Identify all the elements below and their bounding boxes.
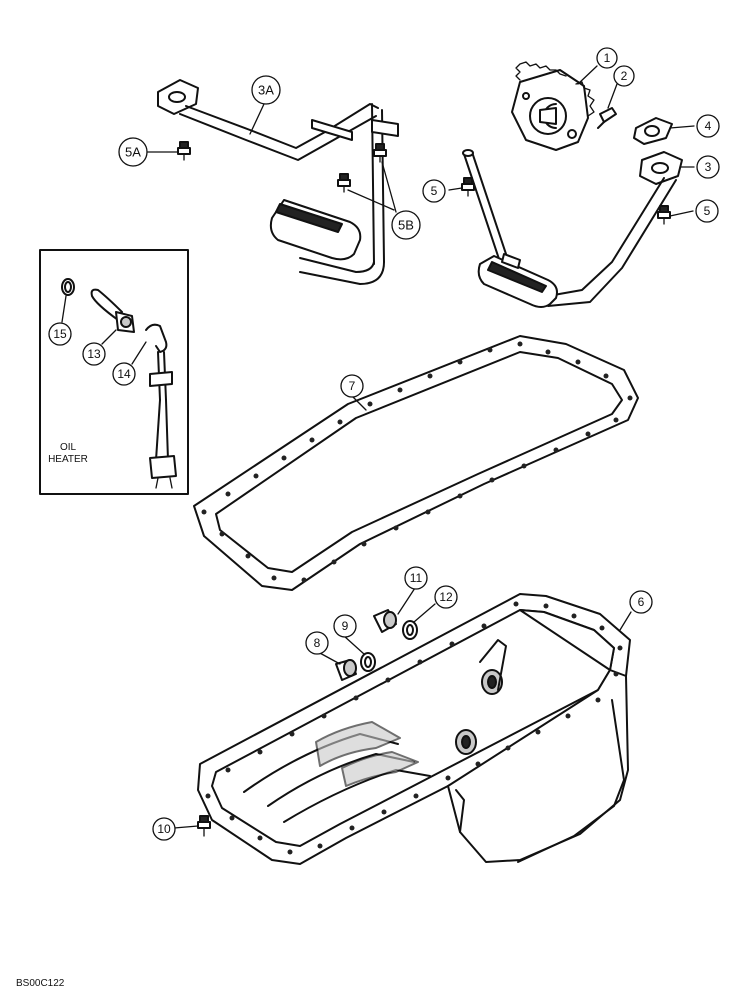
svg-text:14: 14 bbox=[117, 367, 131, 381]
oil-pan-6 bbox=[197, 593, 631, 865]
svg-text:8: 8 bbox=[314, 636, 321, 650]
callout-10: 10 bbox=[152, 817, 176, 841]
inset-title-line2: HEATER bbox=[48, 454, 88, 465]
bolt-5a-icon bbox=[177, 141, 191, 161]
oil-pan-gasket-7 bbox=[193, 335, 639, 591]
callout-8: 8 bbox=[305, 631, 329, 655]
leader-lines bbox=[61, 65, 695, 829]
gasket-4-icon bbox=[633, 117, 673, 145]
callout-1: 1 bbox=[596, 47, 618, 69]
inset-title-line1: OIL bbox=[60, 442, 77, 453]
svg-text:3: 3 bbox=[705, 160, 712, 174]
washer-9-icon bbox=[360, 652, 376, 672]
bolt-5-left-icon bbox=[461, 177, 475, 197]
oil-pump-1 bbox=[511, 61, 595, 151]
svg-text:15: 15 bbox=[53, 327, 67, 341]
pickup-tube-3 bbox=[462, 149, 683, 308]
svg-text:7: 7 bbox=[349, 379, 356, 393]
svg-text:2: 2 bbox=[621, 69, 628, 83]
heater-element-13-icon bbox=[90, 288, 123, 321]
callout-6: 6 bbox=[629, 590, 653, 614]
svg-text:1: 1 bbox=[604, 51, 611, 65]
oil-heater-inset: OIL HEATER bbox=[39, 249, 189, 495]
svg-text:4: 4 bbox=[705, 119, 712, 133]
callout-3a: 3A bbox=[251, 75, 281, 105]
svg-text:11: 11 bbox=[410, 571, 423, 585]
callout-5-left: 5 bbox=[422, 179, 446, 203]
callout-3: 3 bbox=[696, 155, 720, 179]
svg-text:5A: 5A bbox=[125, 145, 141, 160]
svg-text:9: 9 bbox=[342, 619, 349, 633]
callout-11: 11 bbox=[404, 566, 428, 590]
callout-7: 7 bbox=[340, 374, 364, 398]
svg-text:3A: 3A bbox=[258, 83, 274, 98]
drain-plug-8-icon bbox=[335, 659, 357, 681]
plug-11-icon bbox=[373, 609, 397, 633]
callouts: 1 2 4 3 5 5 3A 5A bbox=[48, 47, 720, 841]
svg-text:12: 12 bbox=[439, 590, 453, 604]
gasket-bolt-holes bbox=[201, 341, 633, 583]
callout-5-right: 5 bbox=[695, 199, 719, 223]
svg-text:13: 13 bbox=[87, 347, 101, 361]
callout-9: 9 bbox=[333, 614, 357, 638]
bolt-5b-left-icon bbox=[337, 173, 351, 193]
callout-14: 14 bbox=[112, 362, 136, 386]
svg-text:10: 10 bbox=[157, 822, 171, 836]
bolt-5-right-icon bbox=[657, 205, 671, 225]
pickup-tube-3a bbox=[157, 79, 399, 285]
callout-5a: 5A bbox=[118, 137, 148, 167]
bolt-10-icon bbox=[197, 815, 211, 837]
callout-4: 4 bbox=[696, 114, 720, 138]
callout-15: 15 bbox=[48, 322, 72, 346]
callout-12: 12 bbox=[434, 585, 458, 609]
svg-text:5B: 5B bbox=[398, 218, 414, 233]
bolt-2-icon bbox=[597, 107, 617, 129]
pan-bolt-holes bbox=[205, 601, 623, 855]
figure-code: BS00C122 bbox=[16, 978, 65, 989]
callout-5b: 5B bbox=[391, 210, 421, 240]
svg-text:5: 5 bbox=[704, 204, 711, 218]
heater-cord-14-icon bbox=[145, 323, 168, 353]
bolt-5b-right-icon bbox=[373, 143, 387, 163]
washer-12-icon bbox=[402, 620, 418, 640]
svg-text:5: 5 bbox=[431, 184, 438, 198]
callout-13: 13 bbox=[82, 342, 106, 366]
callout-2: 2 bbox=[613, 65, 635, 87]
svg-text:6: 6 bbox=[638, 595, 645, 609]
